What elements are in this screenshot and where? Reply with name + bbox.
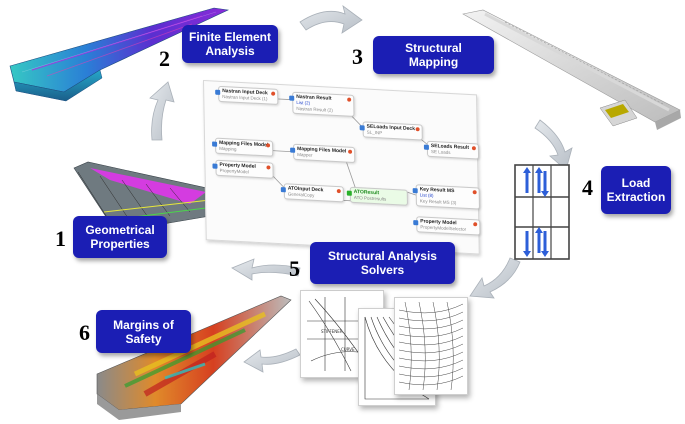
svg-text:STIFFENER: STIFFENER — [321, 329, 343, 334]
stage-label-line2: Mapping — [408, 55, 459, 69]
svg-text:CURVE: CURVE — [341, 347, 355, 352]
node-type-icon — [423, 144, 429, 150]
node-type-icon — [212, 163, 218, 169]
stage-label-line1: Margins of — [113, 317, 174, 332]
solver-curves-3 — [398, 301, 464, 391]
node-status-dot — [271, 91, 276, 96]
node-subtitle: PropertyModel — [219, 167, 249, 175]
stage-number-6: 6 — [79, 320, 90, 345]
solver-sheet-chart-3 — [394, 297, 468, 395]
stage-label-finite-element-analysis: Finite Element Analysis — [182, 25, 278, 63]
workflow-node: Mapping Files Model Mapper — [290, 143, 356, 164]
stage-label-structural-analysis-solvers: Structural Analysis Solvers — [310, 242, 455, 284]
stage-label-line2: Extraction — [606, 190, 666, 204]
mapping-wing-image — [462, 9, 681, 130]
stage-number-2: 2 — [159, 46, 170, 71]
workflow-node: Property Model PropertyModelSelector — [413, 216, 481, 236]
fea-wing-image — [9, 7, 230, 102]
arrow-1-to-2 — [149, 81, 175, 141]
workflow-node: SELoads Input Deck SL_INP — [359, 121, 423, 141]
node-status-dot — [266, 143, 271, 148]
load-extraction-image — [514, 164, 570, 260]
stage-number-4: 4 — [582, 175, 593, 200]
stage-number-5: 5 — [289, 256, 300, 281]
node-type-icon — [346, 190, 352, 196]
workflow-node: Nastran Result List (2) Nastran Result (… — [289, 91, 355, 117]
node-type-icon — [413, 220, 419, 226]
stage-label-structural-mapping: Structural Mapping — [373, 36, 494, 74]
stage-label-line1: Load — [621, 176, 651, 190]
workflow-node: Nastran Input Deck Nastran Input Deck (1… — [215, 85, 279, 105]
margins-wing-image — [96, 295, 292, 420]
arrow-4-to-5 — [469, 257, 521, 299]
stage-label-load-extraction: Load Extraction — [601, 166, 671, 214]
stage-label-line2: Solvers — [360, 263, 405, 277]
workflow-node: Key Result MS List (8) Key Result MS (3) — [412, 184, 480, 210]
stage-label-line1: Structural — [405, 41, 462, 55]
node-status-dot — [415, 127, 420, 132]
stage-label-geometrical-properties: Geometrical Properties — [73, 216, 167, 258]
stage-label-margins-of-safety: Margins of Safety — [96, 310, 191, 353]
node-status-dot — [266, 165, 271, 170]
arrow-5-to-1 — [231, 258, 301, 281]
node-status-dot — [347, 97, 352, 102]
stage-label-line2: Safety — [125, 331, 162, 346]
workflow-node: ATOInput Deck GeneralCopy — [280, 183, 344, 203]
node-type-icon — [212, 141, 218, 147]
stage-label-line1: Structural Analysis — [328, 249, 437, 263]
stage-label-line1: Finite Element — [188, 30, 271, 44]
node-type-icon — [359, 125, 365, 131]
workflow-node: Mapping Files Model Mapping — [212, 137, 274, 157]
stage-label-line2: Analysis — [205, 44, 255, 58]
arrow-2-to-3 — [299, 5, 363, 34]
stage-label-line1: Geometrical — [85, 223, 155, 237]
workflow-node: SELoads Result SE Loads — [423, 140, 480, 160]
node-status-dot — [471, 146, 476, 151]
node-type-icon — [412, 188, 418, 194]
stage-label-line2: Properties — [90, 237, 150, 251]
node-status-dot — [348, 149, 353, 154]
node-type-icon — [215, 89, 221, 95]
arrow-3-to-4 — [534, 119, 573, 171]
stage-number-1: 1 — [55, 226, 66, 251]
workflow-panel: Nastran Input Deck Nastran Input Deck (1… — [203, 80, 481, 255]
node-status-dot — [336, 189, 341, 194]
node-status-dot — [472, 190, 477, 195]
workflow-node: Property Model PropertyModel — [212, 159, 274, 179]
node-type-icon — [289, 95, 295, 101]
node-subtitle: ATO Postresults — [353, 194, 387, 202]
node-type-icon — [290, 147, 296, 153]
node-status-dot — [473, 222, 478, 227]
workflow-node: ATOResult ATO Postresults — [346, 186, 408, 206]
stage-number-3: 3 — [352, 44, 363, 69]
node-type-icon — [280, 187, 286, 193]
arrow-5-to-6 — [243, 348, 301, 373]
